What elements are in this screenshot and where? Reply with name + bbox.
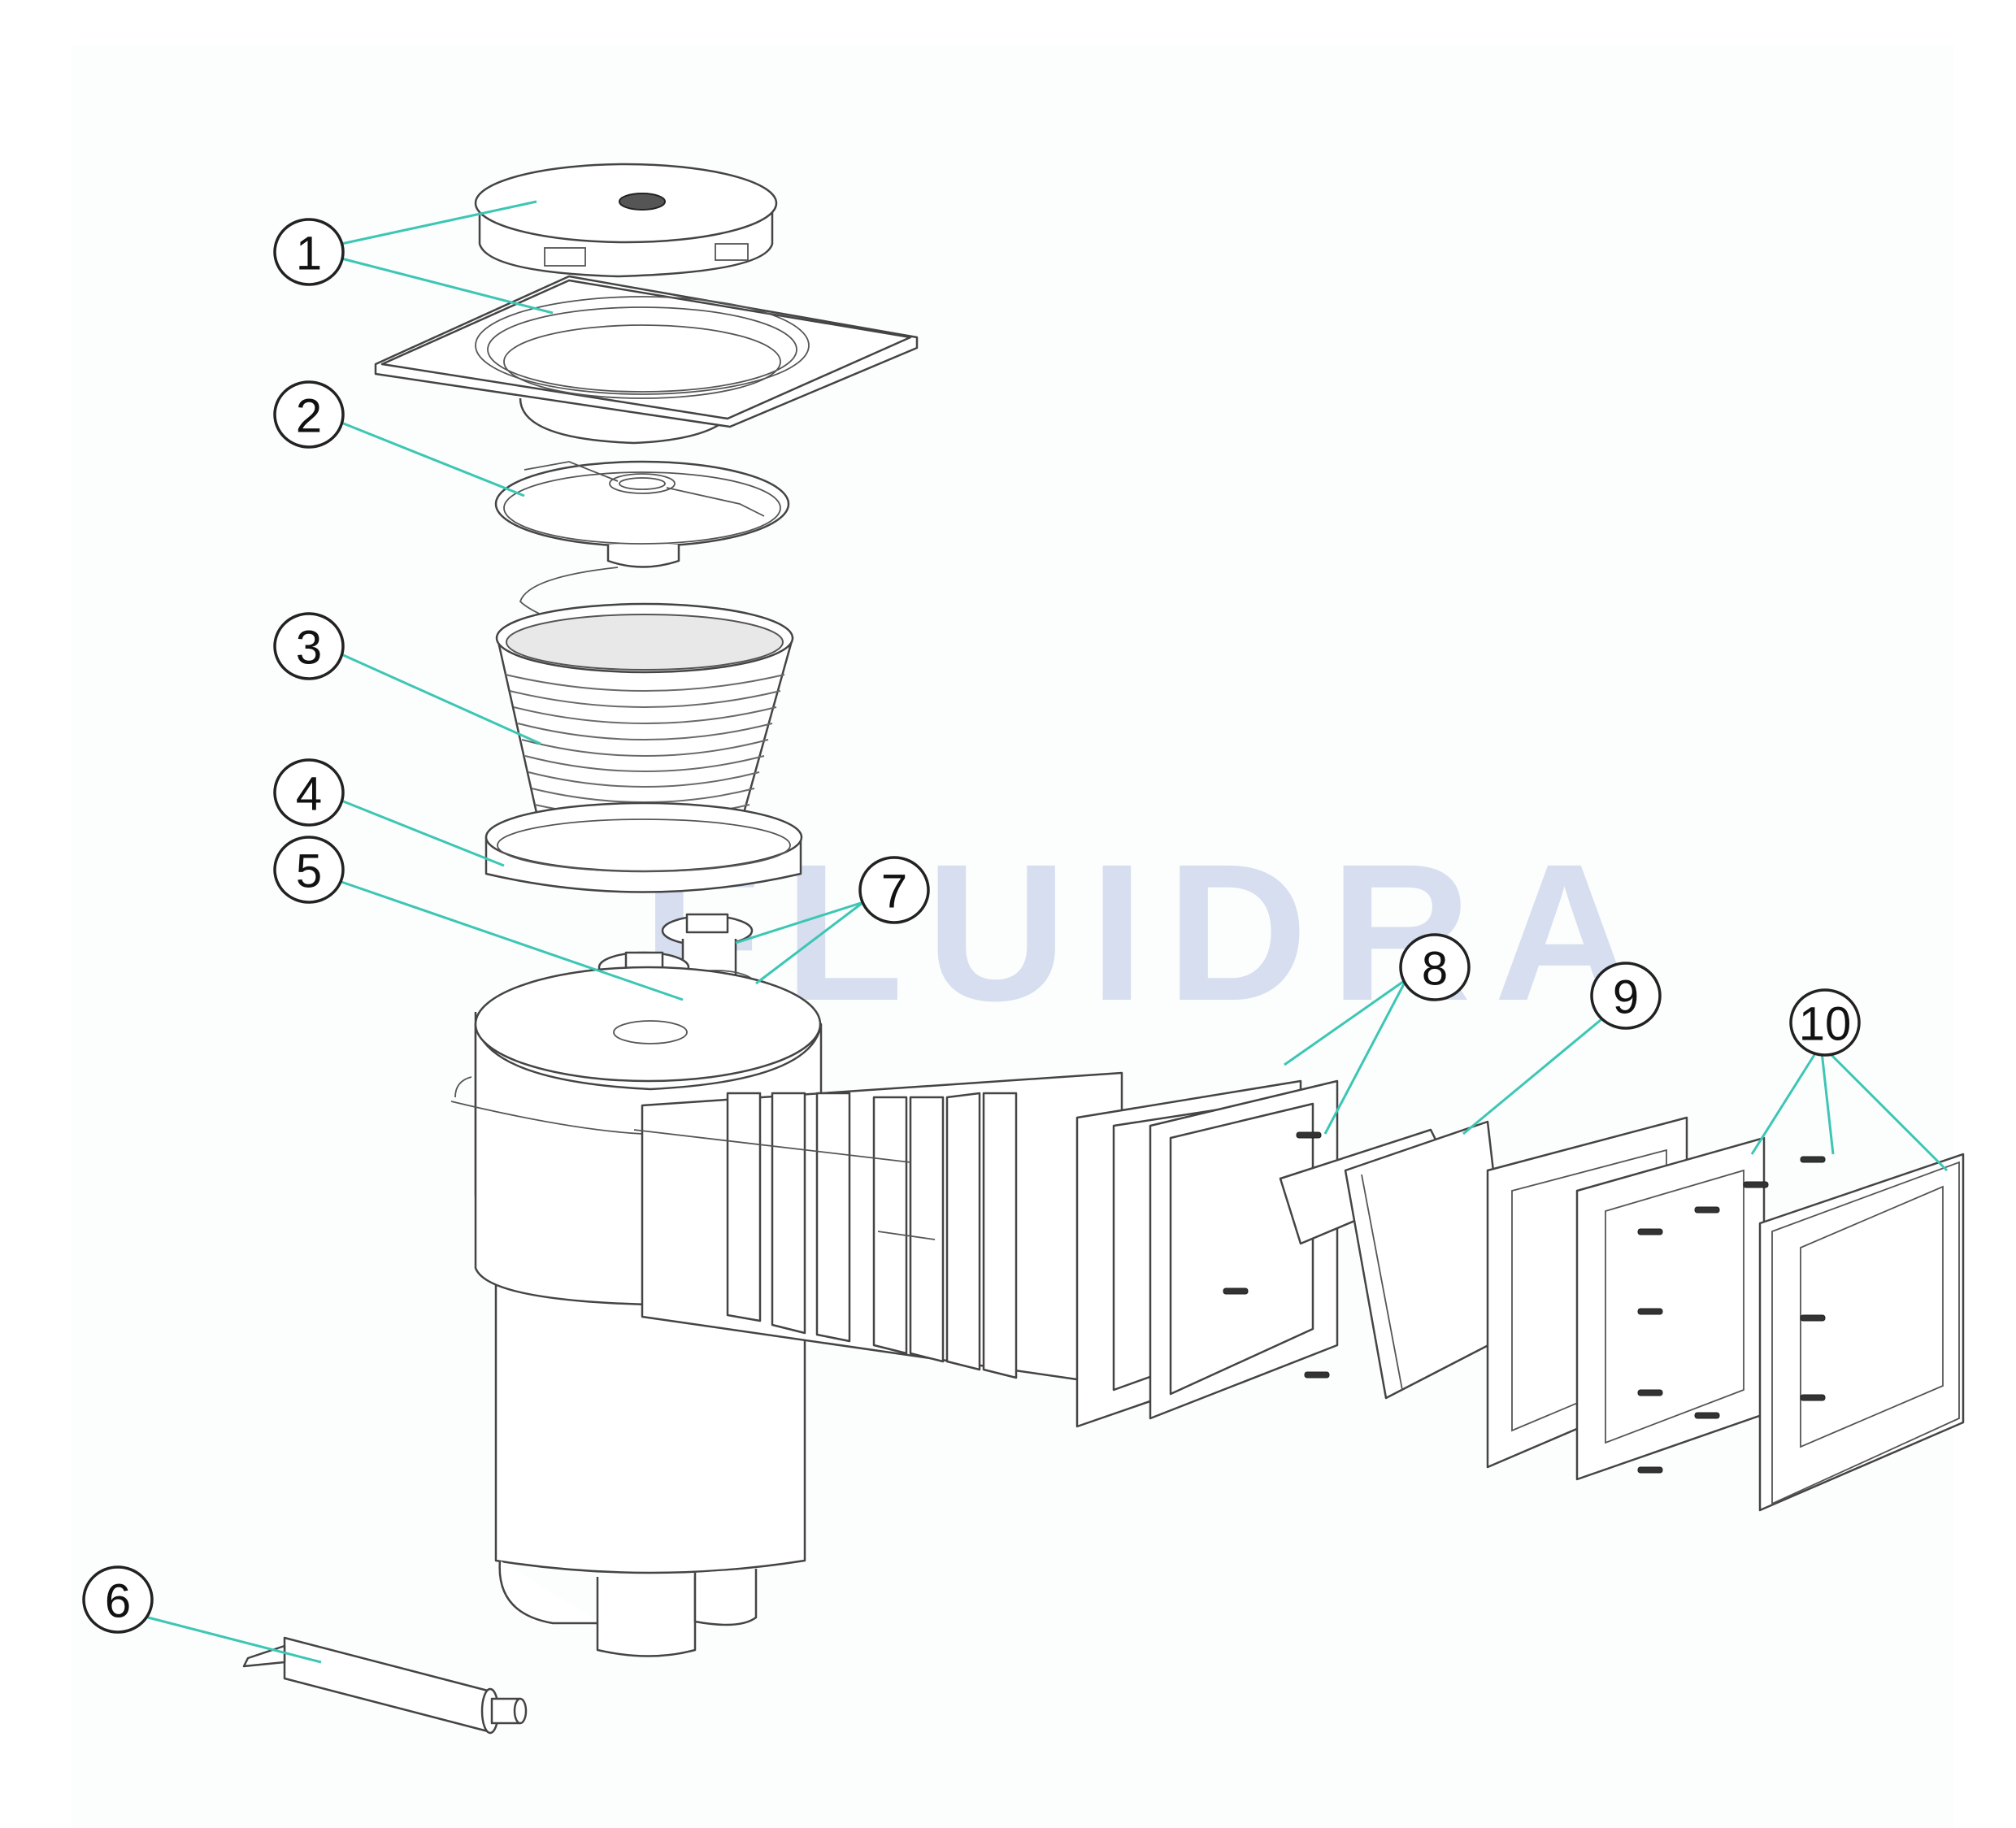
part-cover-plate [494,460,790,568]
screws [1223,1131,1826,1474]
callout-label: 7 [881,866,907,918]
callout-10: 10 [1789,988,1861,1057]
part-lid [474,163,778,278]
diagram-panel [72,45,1953,1828]
callout-label: 3 [296,622,322,675]
leader-lines [147,200,1949,1664]
part-skimmer-mouth [633,1071,1339,1428]
callout-4: 4 [273,758,345,827]
callout-label: 10 [1799,998,1852,1051]
callout-8: 8 [1399,933,1471,1001]
callout-7: 7 [858,856,930,924]
callout-2: 2 [273,380,345,449]
callout-6: 6 [82,1565,154,1634]
callout-label: 4 [296,768,322,821]
callout-5: 5 [273,836,345,904]
callout-label: 9 [1613,971,1639,1024]
callout-3: 3 [273,612,345,680]
callout-label: 6 [105,1575,131,1628]
part-faceplate [1575,1136,1965,1512]
callout-label: 2 [296,390,322,443]
callout-label: 8 [1422,943,1448,996]
callout-label: 1 [296,228,322,280]
part-adhesive-tube [242,1636,528,1735]
callout-1: 1 [273,218,345,286]
callout-label: 5 [296,845,322,898]
part-support-ring [484,801,803,893]
part-collar [374,275,919,445]
part-basket [495,567,794,827]
callout-9: 9 [1590,962,1662,1030]
